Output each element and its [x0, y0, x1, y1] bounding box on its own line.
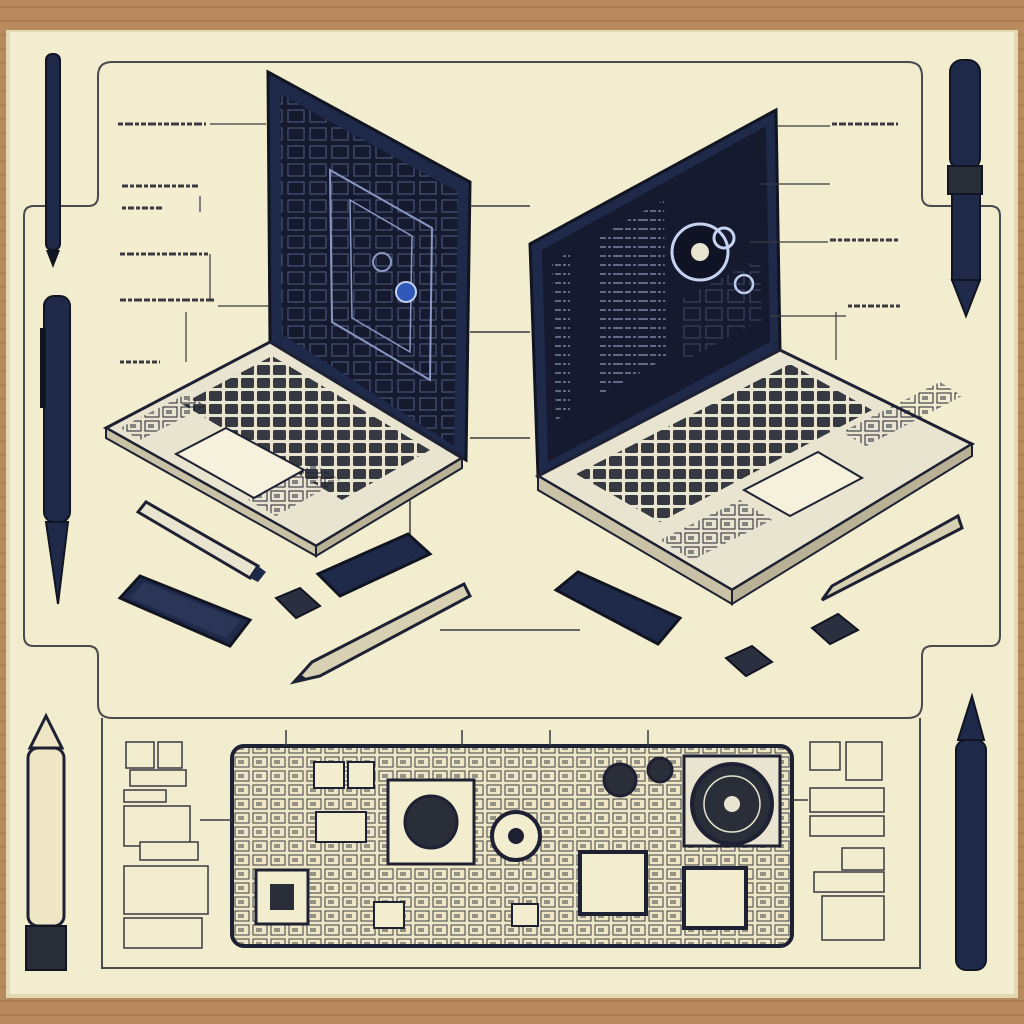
spec-cards-right: [809, 741, 885, 941]
pen-right-top: [947, 59, 983, 319]
motherboard-diagram: [200, 730, 808, 948]
usb-drive: [274, 586, 322, 620]
left-callouts: [118, 122, 268, 364]
spec-cards-left: [123, 741, 209, 949]
right-screen-ring-icon: [712, 226, 736, 250]
board-chip-cpu: [578, 850, 648, 916]
left-laptop: [102, 69, 472, 558]
pen-left-bottom: [25, 712, 67, 971]
smartphone: [117, 574, 253, 648]
board-chip-gpu: [682, 866, 748, 930]
right-laptop: [528, 107, 976, 606]
marker: [135, 500, 266, 582]
board-fan-small-icon: [602, 762, 638, 798]
smartphone: [553, 570, 683, 646]
pen-right-bottom: [955, 692, 987, 971]
stylus: [289, 581, 472, 685]
board-fan-left-icon: [403, 794, 459, 850]
board-fan-tiny-icon: [646, 756, 674, 784]
stylus: [820, 513, 964, 602]
pen-left-middle: [40, 295, 71, 605]
pen-left-top: [45, 53, 61, 268]
right-laptop-touchpad: [741, 450, 865, 518]
panel-frames: [23, 61, 1001, 969]
right-callouts: [750, 122, 900, 360]
usb-drive: [724, 612, 860, 678]
left-screen-dial-icon: [372, 252, 392, 272]
smartphone: [315, 532, 433, 598]
left-screen-blue-button-icon: [395, 281, 417, 303]
